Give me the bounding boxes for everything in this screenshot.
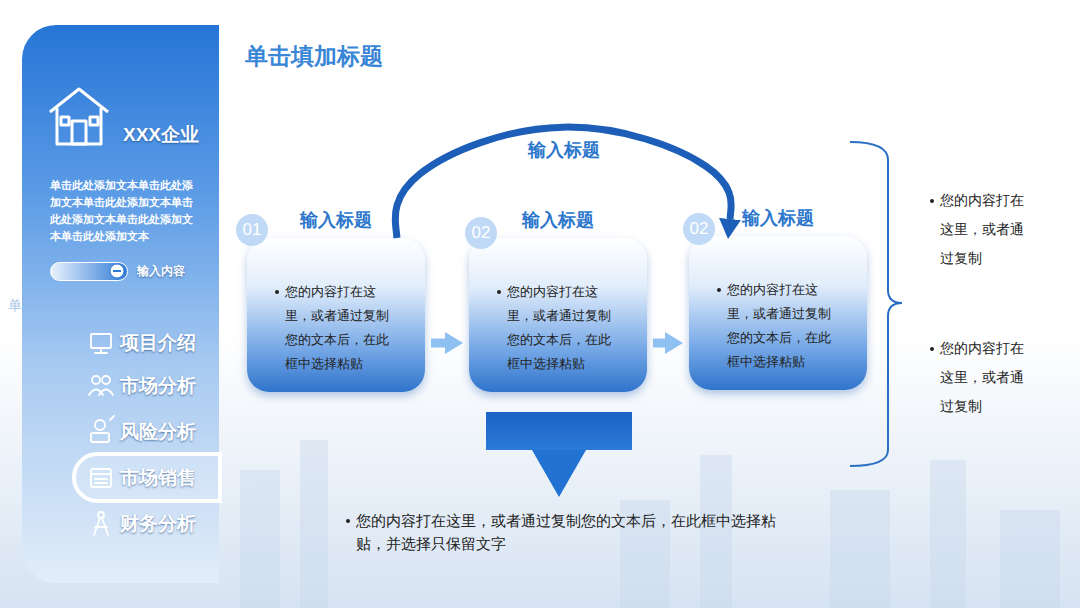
house-door: [72, 121, 86, 144]
box-body: 您的内容打在这里，或者通过复制您的文本后，在此框中选择粘贴: [285, 280, 401, 376]
compass-icon: [94, 518, 100, 535]
company-name: XXX企业: [123, 123, 199, 147]
step-number: 02: [465, 217, 497, 249]
house-window: [61, 117, 69, 125]
bullet-dot: [717, 288, 721, 292]
down-arrow-body: [486, 412, 632, 450]
house-wall: [57, 108, 101, 144]
bullet-dot: [497, 290, 501, 294]
menu-item-active: 市场销售: [72, 452, 222, 503]
flow-arrow: [431, 339, 445, 348]
calendar-icon: [91, 473, 111, 475]
risk-icon: [91, 433, 109, 442]
bullet-dot: [930, 199, 934, 203]
toggle-knob-mark: [113, 270, 121, 272]
risk-icon: [110, 416, 114, 420]
box-body: 您的内容打在这里，或者通过复制您的文本后，在此框中选择粘贴: [727, 278, 843, 374]
step-number: 01: [236, 214, 268, 246]
compass-icon: [95, 526, 107, 528]
people-icon: [102, 376, 110, 384]
toggle-pill: 输入内容: [50, 262, 128, 281]
city-building: [700, 455, 732, 608]
edge-glyph: 单: [8, 296, 22, 314]
city-building: [930, 460, 966, 608]
toggle-knob: [110, 264, 124, 278]
process-box: 输入标题您的内容打在这里，或者通过复制您的文本后，在此框中选择粘贴: [247, 238, 425, 392]
step-circle: 02: [465, 217, 497, 249]
calendar-icon: [95, 482, 107, 484]
slide-title: 单击填加标题: [245, 42, 383, 70]
process-box: 输入标题您的内容打在这里，或者通过复制您的文本后，在此框中选择粘贴: [469, 238, 647, 392]
menu-text: 市场销售: [120, 466, 196, 490]
bullet-dot: [930, 347, 934, 351]
bullet-note: 您的内容打在这里，或者通过复制: [940, 334, 1036, 421]
process-box: 输入标题您的内容打在这里，或者通过复制您的文本后，在此框中选择粘贴: [689, 236, 867, 390]
people-icon: [92, 376, 100, 384]
people-icon: [99, 390, 113, 396]
monitor-icon: [100, 348, 102, 353]
city-building: [300, 440, 328, 608]
edge-label: 输入标题: [494, 139, 634, 161]
monitor-icon: [95, 352, 107, 354]
calendar-icon: [95, 478, 107, 480]
compass-icon: [102, 518, 108, 535]
down-arrow-head: [532, 450, 586, 497]
calendar-icon: [91, 469, 111, 487]
curved-arrow: [395, 127, 731, 238]
sidebar-text: 单击此处添加文本单击此处添加文本单击此处添加文本单击此处添加文本单击此处添加文本…: [50, 177, 202, 245]
city-building: [1000, 510, 1060, 608]
step-number: 02: [683, 213, 715, 245]
step-circle: 02: [683, 213, 715, 245]
pill-caption: 输入内容: [137, 262, 185, 281]
box-body: 您的内容打在这里，或者通过复制您的文本后，在此框中选择粘贴: [507, 280, 623, 376]
box-heading: 输入标题: [689, 206, 867, 230]
city-building: [620, 500, 670, 608]
bullet-dot: [275, 290, 279, 294]
box-heading: 输入标题: [247, 208, 425, 232]
risk-icon: [95, 420, 105, 430]
house-window: [90, 117, 98, 125]
flow-arrow: [653, 339, 665, 348]
bullet-note: 您的内容打在这里，或者通过复制您的文本后，在此框中选择粘贴，并选择只保留文字: [356, 509, 788, 555]
compass-icon: [98, 512, 104, 518]
house-roof: [50, 89, 108, 112]
bullet-dot: [346, 519, 350, 523]
city-building: [240, 470, 280, 608]
monitor-icon: [91, 334, 111, 348]
city-building: [830, 490, 890, 608]
bullet-note: 您的内容打在这里，或者通过复制: [940, 186, 1036, 273]
people-icon: [89, 390, 103, 396]
sidebar-panel: XXX企业单击此处添加文本单击此处添加文本单击此处添加文本单击此处添加文本单击此…: [22, 25, 219, 583]
step-circle: 01: [236, 214, 268, 246]
